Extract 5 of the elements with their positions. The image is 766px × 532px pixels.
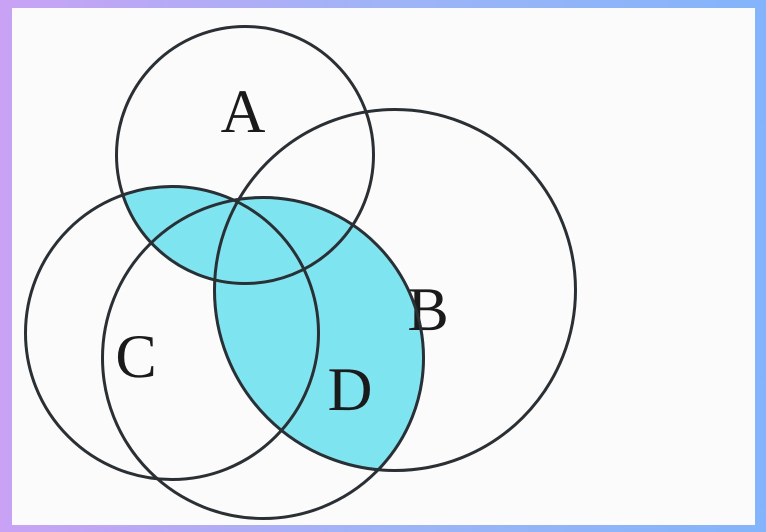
venn-circle [24,185,320,481]
set-label: C [115,326,157,388]
set-label: A [220,81,266,143]
set-label: D [328,359,372,421]
venn-circle [115,25,375,285]
